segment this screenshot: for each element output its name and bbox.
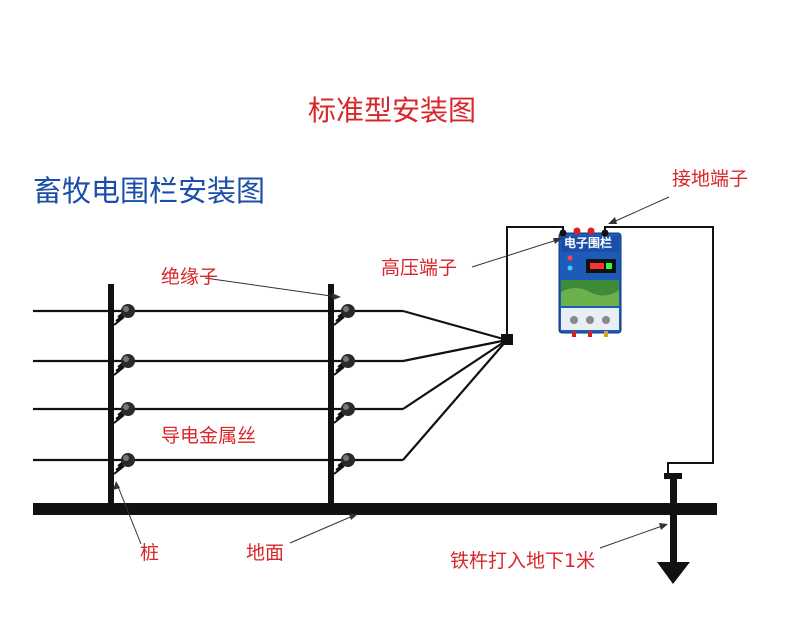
ground-arrowhead [349,514,358,520]
lcd-digits [606,263,612,269]
ground-bar [33,503,717,515]
ground-pointer [289,514,356,544]
control-knob [602,316,610,324]
wire-1-lead [402,309,508,342]
conductive-wire-label: 导电金属丝 [161,425,257,447]
insulator [333,453,355,475]
wire-4-lead [402,339,508,461]
main-title: 标准型安装图 [308,94,477,127]
status-led [567,255,573,261]
insulator [113,402,135,424]
post-label: 桩 [140,542,160,564]
energizer-header [561,236,619,252]
wire-2-lead [402,338,508,363]
insulator [333,304,355,326]
ground-rod-cap [664,473,682,479]
callout-arrowheads [113,217,668,530]
wire-3-lead [402,339,508,410]
insulator-pointer [204,277,339,298]
ground-rod [670,478,677,572]
fence-wires [33,309,508,462]
field-image-texture [561,288,619,306]
ground-terminal-arrowhead [608,217,617,224]
high-voltage-terminal-label: 高压端子 [381,257,458,279]
device-brand: 电子围栏 [564,236,613,250]
post-pointer [116,483,142,545]
high-voltage-terminal [559,229,567,237]
rod-label: 铁杵打入地下1米 [450,550,596,572]
post-left [108,284,114,504]
insulator-arrowhead [332,293,341,300]
ground-label: 地面 [246,542,285,564]
high-voltage-arrowhead [553,238,562,244]
ground-terminal [601,229,609,237]
insulator [113,354,135,376]
insulators [113,304,355,475]
callout-lines [116,196,670,549]
ground-rod-arrow [657,562,690,584]
post-right [328,284,334,504]
fence-energizer [558,227,622,337]
bottom-terminal [604,331,608,337]
rod-arrowhead [659,523,668,530]
subtitle: 畜牧电围栏安装图 [33,174,266,208]
insulator [333,402,355,424]
lcd-digits [590,263,604,269]
bottom-terminal [588,331,592,337]
terminal-red [587,227,595,235]
status-led [567,265,573,271]
insulator-label: 绝缘子 [161,266,219,288]
bottom-terminal [572,331,576,337]
ground-terminal-pointer [610,196,670,224]
ground-terminal-label: 接地端子 [672,168,749,190]
insulator [333,354,355,376]
control-knob [570,316,578,324]
high-voltage-lead [506,226,564,334]
insulator [113,304,135,326]
post-arrowhead [113,481,120,490]
high-voltage-pointer [471,238,561,268]
junction-block [501,334,513,345]
insulator [113,453,135,475]
rod-pointer [599,524,666,549]
terminal-red [573,227,581,235]
ground-lead [604,226,714,476]
control-knob [586,316,594,324]
